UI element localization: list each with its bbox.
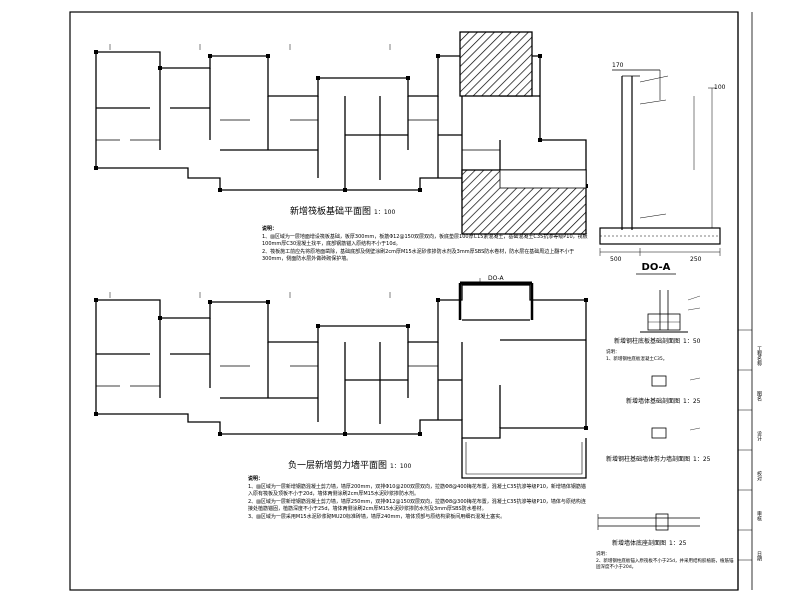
plan2-section-tag: DO-A [488, 275, 504, 282]
detail-notes-heading: 说明： [606, 350, 620, 355]
shear-wall-plan-title-text: 负一层新增剪力墙平面图 [288, 461, 388, 471]
detail-title-4-text: 新增墙体底座剖面图 [612, 540, 667, 547]
shear-wall-plan [94, 278, 588, 479]
section-do-a [599, 69, 721, 256]
foundation-note-2: 2、筏板施工前应先将原地面凿除，基础底部及侧壁涂刷2cm厚M15水泥砂浆掺防水剂… [262, 248, 575, 263]
title-block-cell-5: 审核 [756, 511, 762, 521]
foundation-plan-scale: 1：100 [374, 209, 396, 216]
bottom-notes: 说明： 2、新增钢柱底板锚入原筏板不小于25d，并采用结构胶植筋，植筋锚固深度不… [596, 552, 734, 572]
detail-scale-2: 1：25 [683, 398, 701, 405]
detail-scale-3: 1：25 [693, 456, 711, 463]
section-do-a-title: DO-A [642, 262, 671, 273]
section-dim-3: 250 [690, 256, 702, 263]
section-dim-2: 170 [612, 62, 624, 69]
section-dim-1: 500 [610, 256, 622, 263]
foundation-notes: 说明： 1、▨区域为一层地面增设筏板基础，板厚300mm，板筋Φ12@150双层… [262, 226, 592, 264]
title-block-cell-4: 校对 [756, 471, 762, 481]
shear-wall-note-3: 3、▨区域为一层采用M15水泥砂浆砌MU20标准砖墙，墙厚240mm，墙体顶部与… [248, 513, 506, 520]
section-dim-4: 100 [714, 84, 726, 91]
detail-column-footing [640, 290, 701, 333]
title-block-cell-2: 图名 [756, 391, 762, 401]
bottom-note-2: 2、新增钢柱底板锚入原筏板不小于25d，并采用结构胶植筋，植筋锚固深度不小于20… [596, 558, 734, 571]
foundation-note-1: 1、▨区域为一层地面增设筏板基础，板厚300mm，板筋Φ12@150双层双向，板… [262, 233, 588, 248]
shear-wall-note-2: 2、▨区域为一层新增钢筋混凝土剪力墙，墙厚250mm，双排Φ12@150双层双向… [248, 498, 586, 513]
shear-wall-notes: 说明： 1、▨区域为一层新增钢筋混凝土剪力墙，墙厚200mm，双排Φ10@200… [248, 476, 588, 521]
sheet-border [69, 11, 753, 591]
title-block-cell-1: 工程名称 [756, 346, 762, 366]
shear-wall-note-1: 1、▨区域为一层新增钢筋混凝土剪力墙，墙厚200mm，双排Φ10@200双层双向… [248, 483, 586, 498]
foundation-notes-heading: 说明： [262, 226, 278, 232]
title-block [738, 329, 752, 561]
title-block-cell-6: 日期 [756, 551, 762, 561]
detail-title-3-text: 新增钢柱基础墙体剪力墙剖面图 [606, 456, 691, 463]
detail-title-1-text: 新增钢柱底板基础剖面图 [614, 338, 681, 345]
detail-notes: 说明： 1、新增钢柱底板混凝土C35。 [606, 350, 726, 363]
detail-wall-footing [651, 375, 701, 439]
title-block-labels: 工程名称 图名 设计 校对 审核 日期 [739, 336, 762, 576]
detail-scale-1: 1：50 [683, 338, 701, 345]
title-block-cell-3: 设计 [756, 431, 762, 441]
shear-wall-notes-heading: 说明： [248, 476, 264, 482]
new-raft-area-north [459, 31, 533, 97]
bottom-notes-heading: 说明： [596, 552, 610, 557]
foundation-plan [94, 44, 588, 197]
foundation-plan-title-text: 新增筏板基础平面图 [290, 207, 372, 217]
detail-note-1: 1、新增钢柱底板混凝土C35。 [606, 356, 668, 362]
shear-wall-plan-scale: 1：100 [390, 463, 412, 470]
detail-wall-base [597, 513, 700, 531]
detail-title-2-text: 新增墙体基础剖面图 [626, 398, 681, 405]
detail-scale-4: 1：25 [669, 540, 687, 547]
